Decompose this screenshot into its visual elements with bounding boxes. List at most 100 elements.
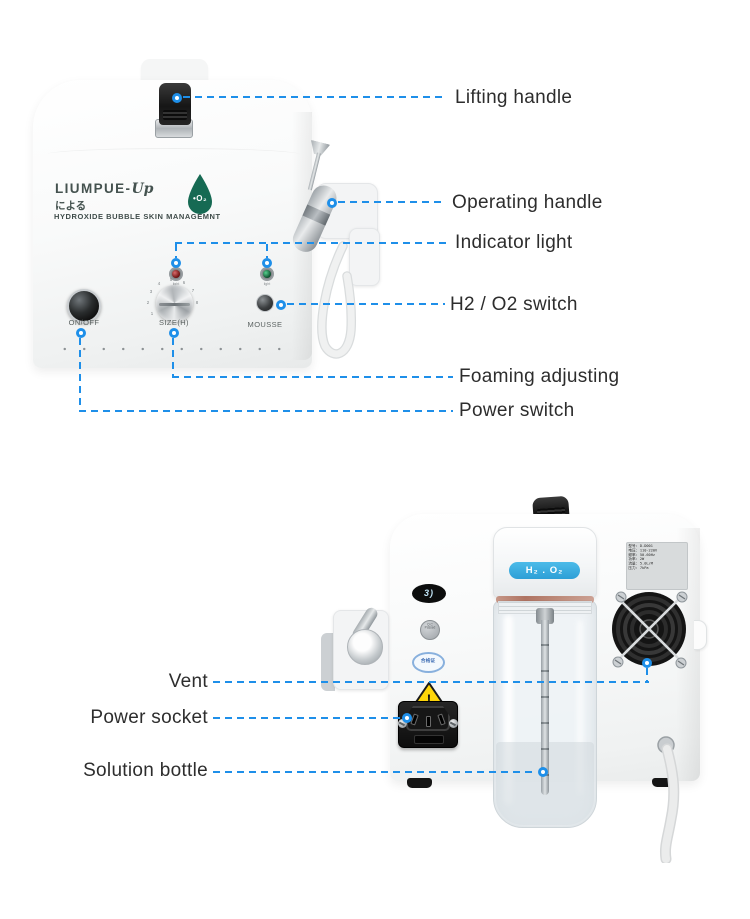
callout-label-power-switch: Power switch [459, 400, 575, 421]
callout-vline-power-switch [79, 338, 81, 411]
water-drop-icon [188, 174, 212, 214]
brand-name: LIUMPUE-Up [55, 181, 153, 197]
size-dial[interactable] [156, 285, 193, 322]
spec-line: 流量: 5.0L/M [628, 561, 653, 566]
callout-ring-foaming [169, 328, 179, 338]
callout-label-h2o2-switch: H2 / O2 switch [450, 294, 578, 315]
bottle-cap-label: H₂ . O₂ [525, 565, 564, 576]
power-knob[interactable] [67, 289, 101, 323]
socket-pin-center [426, 716, 431, 727]
drop-logo-text: •O₂ [192, 194, 208, 203]
callout-label-power-socket: Power socket [90, 707, 208, 728]
indicator-light-red-core [172, 270, 180, 278]
dial-number: 3 [149, 289, 153, 295]
callout-label-foaming: Foaming adjusting [459, 366, 620, 387]
callout-drop-indicator-right [266, 244, 268, 258]
back-brand-badge: 3) [412, 584, 446, 603]
indicator-light-red [169, 267, 183, 281]
callout-ring-indicator-right [262, 258, 272, 268]
callout-ring-h2o2-switch [276, 300, 286, 310]
handpiece-tube [317, 241, 356, 359]
callout-line-operating-handle [338, 201, 445, 203]
handpiece-bracket-hook [349, 228, 380, 286]
bottle-rod [541, 620, 549, 795]
callout-line-vent [213, 681, 649, 683]
power-socket[interactable] [398, 701, 458, 748]
power-cord [657, 736, 680, 863]
spec-line: 电压: 110-220V [628, 548, 658, 553]
callout-label-vent: Vent [168, 671, 208, 692]
dial-number: 1 [150, 311, 154, 317]
spec-line: 功率: 2W [628, 557, 645, 562]
lifting-handle-grip [159, 83, 191, 125]
callout-ring-vent [642, 658, 652, 668]
spec-label: 型号: D-D001 电压: 110-220V 频率: 50-60Hz 功率: … [626, 542, 688, 590]
panel-vent-dots [55, 347, 293, 351]
qc-line1: Q.C [427, 622, 433, 627]
light-caption-left: light [172, 282, 180, 287]
qc-line2: Passed [424, 625, 436, 630]
callout-line-lifting-handle [183, 96, 443, 98]
spec-line: 型号: D-D001 [628, 543, 653, 548]
machine-front-seam [46, 148, 300, 161]
machine-foot-left [407, 778, 432, 788]
indicator-light-green-core [263, 270, 271, 278]
callout-ring-lifting-handle [172, 93, 182, 103]
back-brand-badge-mark: 3) [423, 588, 434, 598]
vent-fan [612, 591, 688, 669]
callout-ring-power-switch [76, 328, 86, 338]
callout-line-indicator-light [175, 242, 447, 244]
callout-vline-vent [646, 668, 648, 682]
callout-line-h2o2-switch [287, 303, 445, 305]
brand-japanese: による [55, 200, 87, 212]
power-knob-label: ON/OFF [68, 318, 100, 327]
dial-number: 5 [169, 277, 173, 283]
indicator-light-green [260, 267, 274, 281]
brand-tagline: HYDROXIDE BUBBLE SKIN MANAGEMNT [54, 212, 221, 221]
socket-screw-right [449, 719, 458, 728]
callout-ring-power-socket [402, 713, 412, 723]
callout-label-solution-bottle: Solution bottle [83, 760, 208, 781]
back-side-nub [694, 620, 707, 650]
callout-label-operating-handle: Operating handle [452, 192, 603, 213]
dial-number: 2 [146, 300, 150, 306]
callout-line-power-socket [213, 717, 401, 719]
mousse-knob-label: MOUSSE [247, 320, 283, 329]
light-caption-right: light [263, 282, 271, 287]
callout-line-foaming [172, 376, 453, 378]
dial-number: 8 [195, 300, 199, 306]
callout-vline-foaming [172, 338, 174, 377]
dial-number: 4 [157, 281, 161, 287]
spec-label-lines: 型号: D-D001 电压: 110-220V 频率: 50-60Hz 功率: … [627, 543, 687, 571]
certificate-text: 合格证 [420, 657, 435, 663]
callout-line-power-switch [79, 410, 453, 412]
bottle-rod-fitting [536, 608, 554, 624]
bottle-cap-band: H₂ . O₂ [509, 562, 580, 579]
back-holder-side-strip [321, 633, 335, 691]
dial-number: 6 [182, 280, 186, 286]
bottle-highlight-left [504, 615, 513, 805]
fan-screws [612, 591, 688, 669]
callout-drop-indicator-left [175, 244, 177, 258]
callout-line-solution-bottle [213, 771, 537, 773]
bottle-highlight-right [577, 620, 583, 795]
brand-name-text: LIUMPUE- [55, 181, 132, 196]
callout-ring-indicator-left [171, 258, 181, 268]
machine-top-bump [141, 59, 208, 83]
brand-suffix-text: Up [131, 181, 154, 197]
certificate-sticker: 合格证 [412, 652, 445, 673]
callout-ring-operating-handle [327, 198, 337, 208]
spec-line: 压力: 7kPa [628, 565, 649, 570]
callout-label-indicator-light: Indicator light [455, 232, 573, 253]
mousse-knob[interactable] [256, 294, 274, 312]
socket-screw-left [398, 719, 407, 728]
dial-number: 7 [191, 288, 195, 294]
machine-foot-right [652, 778, 677, 787]
back-handpiece-disc [347, 629, 383, 665]
spec-line: 频率: 50-60Hz [628, 552, 656, 557]
callout-label-lifting-handle: Lifting handle [455, 87, 573, 108]
warning-mark: ! [427, 691, 432, 707]
